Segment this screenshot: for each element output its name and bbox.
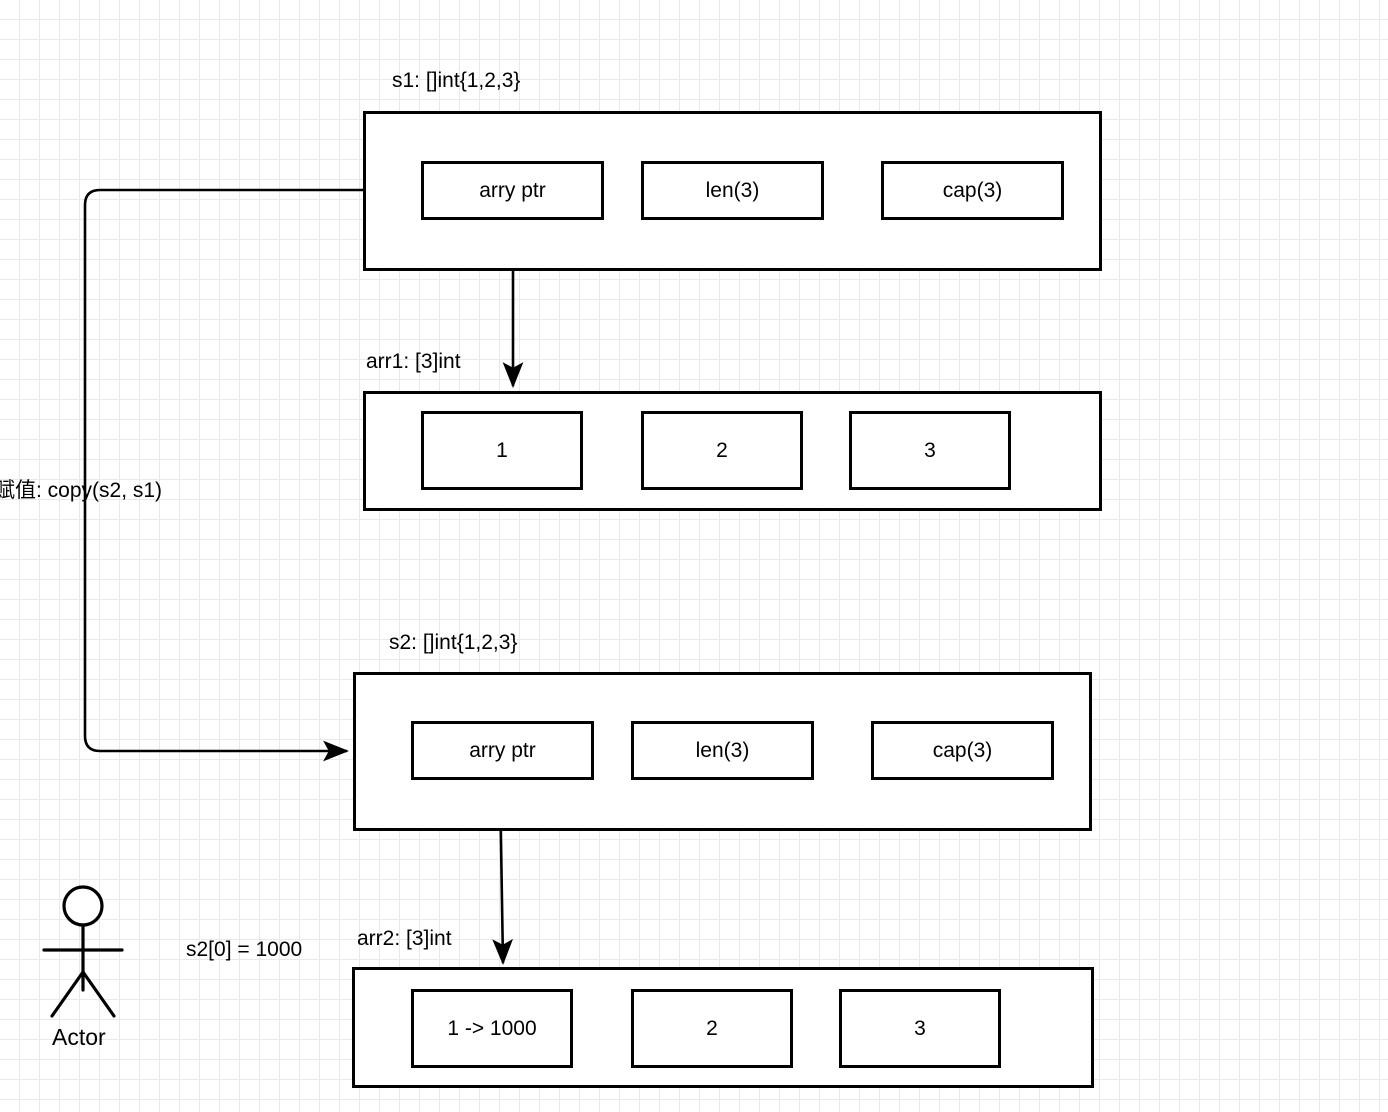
arr2-cell-index-0: 1 -> 1000: [411, 989, 573, 1068]
edge-copy-s1-to-s2: [83, 188, 363, 762]
arr1-cell-index-0: 1: [421, 411, 583, 490]
arr1-title-label: arr1: [3]int: [366, 350, 461, 373]
arr2-cell-index-2: 3: [839, 989, 1001, 1068]
s1-title-label: s1: []int{1,2,3}: [392, 69, 521, 92]
actor-label: Actor: [52, 1024, 106, 1050]
s1-field-len: len(3): [641, 161, 824, 220]
stick-figure-icon: [42, 885, 124, 1018]
s2-title-label: s2: []int{1,2,3}: [389, 631, 518, 654]
arr2-cell-index-1: 2: [631, 989, 793, 1068]
mutation-label: s2[0] = 1000: [186, 938, 303, 961]
s1-field-arry-ptr: arry ptr: [421, 161, 604, 220]
copy-edge-label: 赋值: copy(s2, s1): [0, 479, 163, 502]
arr1-cell-index-2: 3: [849, 411, 1011, 490]
s2-field-len: len(3): [631, 721, 814, 780]
arr1-cell-index-1: 2: [641, 411, 803, 490]
arr2-title-label: arr2: [3]int: [357, 927, 452, 950]
s1-field-cap: cap(3): [881, 161, 1064, 220]
s2-field-cap: cap(3): [871, 721, 1054, 780]
s2-field-arry-ptr: arry ptr: [411, 721, 594, 780]
